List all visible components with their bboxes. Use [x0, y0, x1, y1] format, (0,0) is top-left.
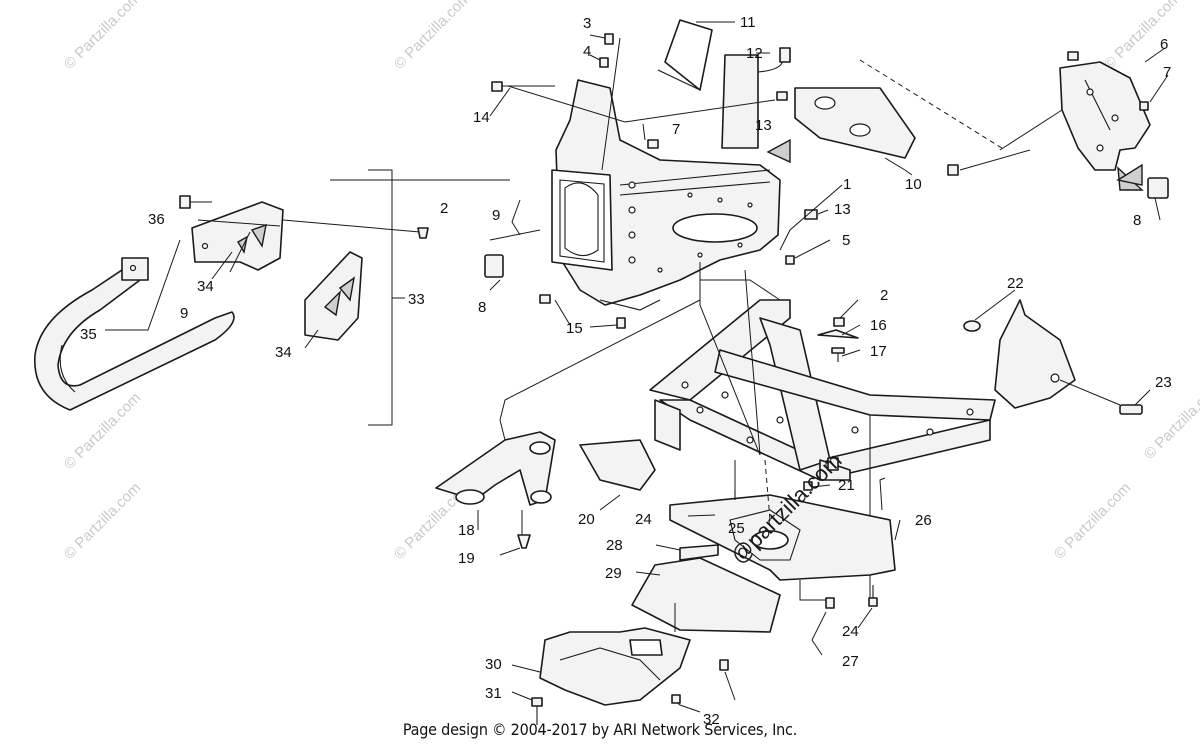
callouts: 1 2 2 3 4 5 6 7 7 8 8 9 9 10 11 12 13 13… [80, 14, 1172, 728]
callout-6: 6 [1160, 36, 1168, 53]
callout-25: 25 [728, 520, 745, 537]
right-bracket [947, 47, 1169, 221]
callout-26: 26 [915, 512, 932, 529]
callout-8: 8 [478, 299, 486, 316]
front-bulkhead [330, 19, 1006, 329]
callout-3: 3 [583, 15, 591, 32]
callout-9: 9 [492, 207, 500, 224]
callout-36: 36 [148, 211, 165, 228]
callout-7: 7 [672, 121, 680, 138]
callout-5: 5 [842, 232, 850, 249]
callout-21: 21 [838, 477, 855, 494]
bumper-assembly [34, 169, 429, 426]
callout-18: 18 [458, 522, 475, 539]
watermark: © Partzilla.com [1051, 479, 1134, 562]
callout-13: 13 [834, 201, 851, 218]
page-footer: Page design © 2004-2017 by ARI Network S… [402, 720, 798, 739]
callout-24: 24 [635, 511, 652, 528]
callout-11: 11 [740, 14, 756, 31]
callout-20: 20 [578, 511, 595, 528]
callout-1: 1 [843, 176, 851, 193]
callout-15: 15 [566, 320, 583, 337]
lower-components [435, 399, 901, 725]
watermark: © Partzilla.com [391, 0, 474, 73]
callout-9: 9 [180, 305, 188, 322]
callout-32: 32 [703, 711, 720, 728]
watermark: © Partzilla.com [61, 0, 144, 73]
callout-35: 35 [80, 326, 97, 343]
callout-22: 22 [1007, 275, 1024, 292]
callout-4: 4 [583, 43, 591, 60]
callout-34: 34 [197, 278, 214, 295]
callout-17: 17 [870, 343, 887, 360]
callout-2: 2 [440, 200, 448, 217]
callout-13: 13 [755, 117, 772, 134]
callout-33: 33 [408, 291, 425, 308]
callout-14: 14 [473, 109, 490, 126]
callout-8: 8 [1133, 212, 1141, 229]
callout-2: 2 [880, 287, 888, 304]
callout-24: 24 [842, 623, 859, 640]
bolt-36 [179, 195, 212, 209]
callout-12: 12 [746, 45, 763, 62]
callout-7: 7 [1163, 64, 1171, 81]
watermark: © Partzilla.com [61, 479, 144, 562]
callout-34: 34 [275, 344, 292, 361]
watermark: © Partzilla.com [1101, 0, 1184, 73]
callout-10: 10 [905, 176, 922, 193]
callout-19: 19 [458, 550, 475, 567]
callout-31: 31 [485, 685, 502, 702]
callout-28: 28 [606, 537, 623, 554]
watermark: © Partzilla.com [1141, 379, 1200, 462]
callout-30: 30 [485, 656, 502, 673]
main-frame [504, 262, 1151, 600]
callout-16: 16 [870, 317, 887, 334]
callout-27: 27 [842, 653, 859, 670]
callout-29: 29 [605, 565, 622, 582]
callout-23: 23 [1155, 374, 1172, 391]
